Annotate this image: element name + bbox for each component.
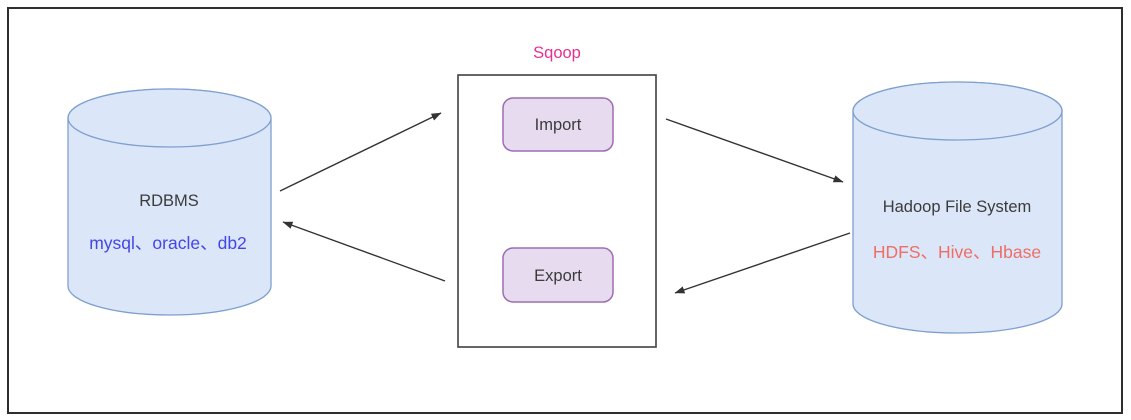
rdbms-database-cylinder: RDBMS mysql、oracle、db2 <box>67 88 272 316</box>
sqoop-node: Sqoop Import Export <box>457 44 657 348</box>
rdbms-label: RDBMS <box>139 192 199 210</box>
hadoop-cylinder-top <box>852 81 1063 141</box>
arrow-rdbms-to-sqoop <box>279 112 442 192</box>
export-shape <box>502 247 614 303</box>
rdbms-sublabel: mysql、oracle、db2 <box>89 233 247 253</box>
import-shape <box>502 97 614 152</box>
export-label: Export <box>534 267 582 285</box>
sqoop-title: Sqoop <box>533 44 581 62</box>
import-label: Import <box>535 116 582 134</box>
arrow-sqoop-to-rdbms <box>282 221 446 282</box>
hadoop-label: Hadoop File System <box>883 198 1032 216</box>
export-node: Export <box>502 247 614 303</box>
hadoop-sublabel: HDFS、Hive、Hbase <box>873 242 1041 262</box>
rdbms-cylinder-top <box>67 88 272 148</box>
import-node: Import <box>502 97 614 152</box>
arrow-hadoop-to-sqoop <box>674 232 851 294</box>
diagram-frame <box>7 7 1123 414</box>
arrow-sqoop-to-hadoop <box>665 118 844 183</box>
hadoop-database-cylinder: Hadoop File System HDFS、Hive、Hbase <box>852 81 1063 334</box>
